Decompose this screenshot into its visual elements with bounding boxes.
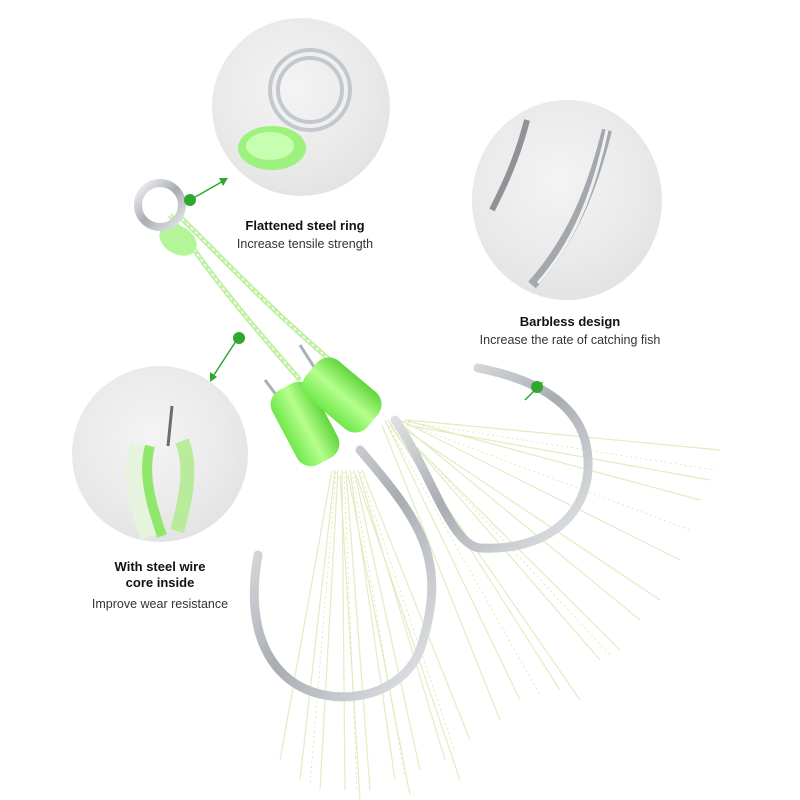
thread-wrap-left — [270, 381, 340, 467]
cord-knot — [159, 224, 197, 256]
wire-title-line2: core inside — [125, 575, 195, 590]
green-dot-icon — [531, 381, 543, 393]
wire-core-closeup — [72, 366, 248, 542]
green-dot-icon — [184, 194, 196, 206]
barbless-closeup — [472, 100, 662, 300]
hook-right — [390, 363, 593, 553]
arrow-pointer-icon — [211, 337, 239, 379]
ring-closeup — [212, 18, 390, 196]
barbless-subtitle: Increase the rate of catching fish — [479, 333, 661, 347]
wire-subtitle: Improve wear resistance — [91, 597, 229, 611]
wire-title-line1: With steel wire — [114, 559, 206, 574]
hook-left — [249, 445, 437, 702]
arrow-pointer-icon — [189, 179, 226, 201]
green-dot-icon — [233, 332, 245, 344]
flash-skirt — [279, 419, 721, 800]
steel-ring — [134, 179, 186, 231]
thread-wrap-right — [302, 357, 382, 433]
ring-title: Flattened steel ring — [245, 218, 365, 233]
barbless-title: Barbless design — [519, 314, 621, 329]
ring-subtitle: Increase tensile strength — [236, 237, 374, 251]
